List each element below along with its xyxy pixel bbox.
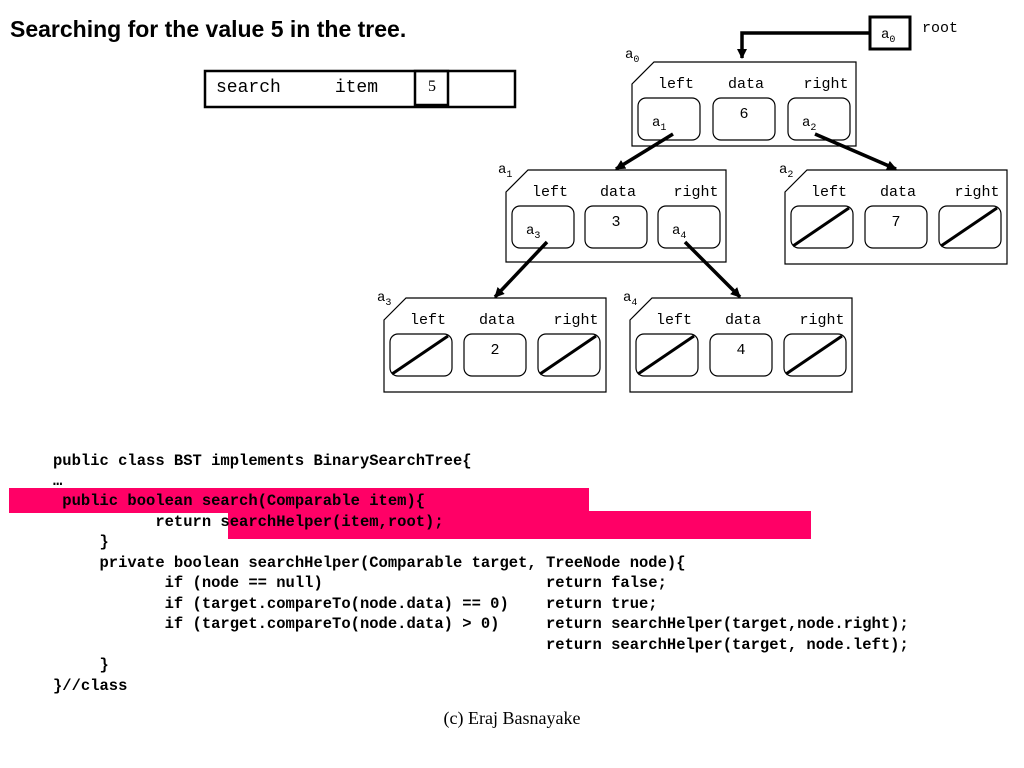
field-label-data: data — [725, 312, 761, 329]
field-label-left: left — [656, 312, 692, 329]
footer-credit: (c) Eraj Basnayake — [443, 708, 581, 728]
null-pointer-slash — [539, 334, 597, 376]
code-line-11: } — [53, 656, 109, 674]
field-label-data: data — [728, 76, 764, 93]
data-value: 2 — [490, 342, 499, 359]
field-label-data: data — [600, 184, 636, 201]
slide-title: Searching for the value 5 in the tree. — [10, 16, 407, 42]
tree-node-a2: a2 left data right 7 — [779, 162, 1008, 265]
tree-node-a4: a4 left data right 4 — [623, 290, 853, 393]
right-cell — [657, 205, 721, 249]
field-label-data: data — [479, 312, 515, 329]
left-cell — [511, 205, 575, 249]
code-highlight-return — [228, 511, 811, 539]
root-ref-label: a0 — [881, 27, 895, 46]
search-item-label: search item — [216, 78, 379, 98]
edge-a1-a3 — [493, 240, 549, 299]
tree-node-a3: a3 left data right 2 — [377, 290, 607, 393]
field-label-right: right — [803, 76, 848, 93]
code-line-2: … — [53, 472, 63, 490]
field-label-left: left — [410, 312, 446, 329]
data-cell — [712, 97, 776, 141]
right-pointer-label: a4 — [672, 223, 686, 242]
tree-node-a1: a1 left data right a3 3 a4 — [498, 162, 727, 263]
field-label-right: right — [954, 184, 999, 201]
field-label-left: left — [658, 76, 694, 93]
code-line-10: return searchHelper(target, node.left); — [53, 636, 909, 654]
code-line-9: if (target.compareTo(node.data) > 0) ret… — [53, 615, 909, 633]
code-line-5: } — [53, 533, 109, 551]
node-name-label: a0 — [625, 47, 639, 66]
code-line-6: private boolean searchHelper(Comparable … — [53, 554, 686, 572]
field-label-right: right — [553, 312, 598, 329]
edge-a1-a4 — [683, 240, 742, 299]
field-label-left: left — [811, 184, 847, 201]
node-name-label: a2 — [779, 162, 793, 181]
code-line-7: if (node == null) return false; — [53, 574, 667, 592]
edge-a0-a1 — [615, 132, 674, 171]
null-pointer-slash — [940, 206, 998, 248]
node-name-label: a1 — [498, 162, 512, 181]
tree-node-a0: a0 left data right a1 6 a2 — [625, 47, 857, 147]
data-cell — [709, 333, 773, 377]
data-cell — [584, 205, 648, 249]
code-line-1: public class BST implements BinarySearch… — [53, 452, 472, 470]
data-value: 7 — [891, 214, 900, 231]
null-pointer-slash — [792, 206, 850, 248]
data-value: 4 — [736, 342, 745, 359]
field-label-right: right — [799, 312, 844, 329]
search-item-value: 5 — [428, 78, 436, 95]
root-label: root — [922, 20, 958, 37]
left-pointer-label: a1 — [652, 115, 666, 134]
left-cell — [637, 97, 701, 141]
code-highlight-search — [9, 488, 589, 513]
root-arrow — [737, 31, 870, 59]
code-line-4: return searchHelper(item,root); — [53, 513, 444, 531]
null-pointer-slash — [391, 334, 449, 376]
null-pointer-slash — [637, 334, 695, 376]
node-name-label: a4 — [623, 290, 637, 309]
code-line-3: public boolean search(Comparable item){ — [53, 492, 426, 510]
data-value: 3 — [611, 214, 620, 231]
null-pointer-slash — [785, 334, 843, 376]
edge-a0-a2 — [814, 132, 897, 171]
data-cell — [864, 205, 928, 249]
field-label-right: right — [673, 184, 718, 201]
right-cell — [787, 97, 851, 141]
data-value: 6 — [739, 106, 748, 123]
code-line-12: }//class — [53, 677, 128, 695]
left-pointer-label: a3 — [526, 223, 540, 242]
node-name-label: a3 — [377, 290, 391, 309]
code-line-8: if (target.compareTo(node.data) == 0) re… — [53, 595, 658, 613]
data-cell — [463, 333, 527, 377]
right-pointer-label: a2 — [802, 115, 816, 134]
field-label-data: data — [880, 184, 916, 201]
field-label-left: left — [532, 184, 568, 201]
root-pointer: a0 root — [737, 15, 958, 59]
